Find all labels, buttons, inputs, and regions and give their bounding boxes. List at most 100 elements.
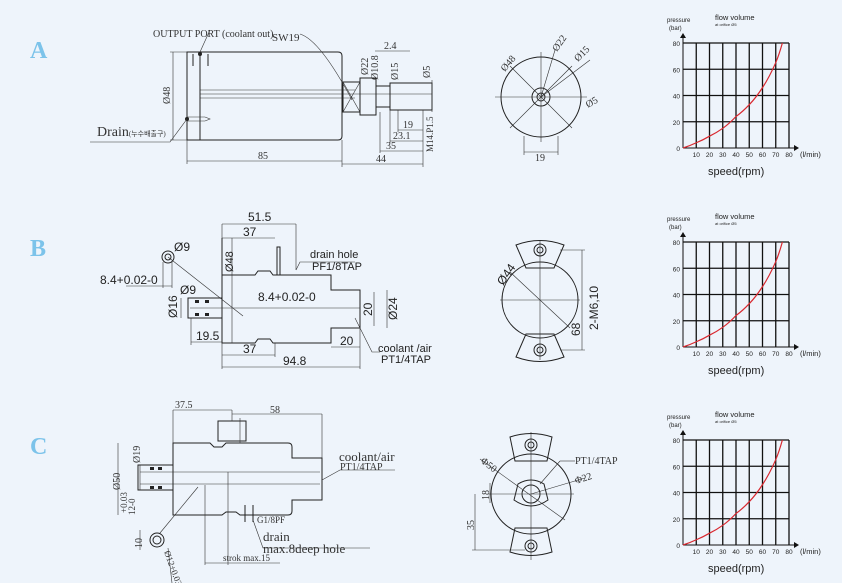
end-view-b: Ø44 68 2-M6,10: [494, 240, 601, 362]
x-tick-label: 80: [785, 152, 793, 159]
dim-15: Ø15: [390, 63, 401, 80]
x-tick-label: 70: [772, 152, 780, 159]
y-tick-label: 20: [673, 517, 681, 524]
x-tick-label: 70: [772, 549, 780, 556]
y-axis-arrow: [680, 430, 686, 435]
tolerance-a: 8.4+0.02-0: [100, 273, 158, 287]
x-tick-label: 30: [719, 152, 727, 159]
y-tick-label: 40: [673, 94, 681, 101]
end-dim-18: 18: [481, 490, 492, 500]
x-tick-label: 40: [732, 152, 740, 159]
dim-19: 19: [403, 120, 413, 131]
chart-subtitle: at orifice Ø5: [715, 419, 737, 424]
end-dim-15: Ø15: [572, 44, 592, 64]
chart-subtitle: at orifice Ø5: [715, 221, 737, 226]
end-thread-m6: 2-M6,10: [587, 286, 601, 330]
y-tick-label: 40: [673, 293, 681, 300]
dim-37-5: 37.5: [175, 400, 193, 411]
dim-51-5: 51.5: [248, 210, 272, 224]
dim-44: 44: [376, 154, 386, 165]
chart-title: flow volume: [715, 212, 755, 221]
dim-19-5: 19.5: [196, 329, 220, 343]
dim-35: 35: [386, 141, 396, 152]
dim-48: Ø48: [224, 251, 236, 272]
end-dim-22: Ø22: [550, 33, 569, 53]
end-dim-48: Ø48: [499, 54, 519, 74]
dim-58: 58: [270, 405, 280, 416]
end-dim-35: 35: [466, 520, 477, 530]
coolant-label: coolant /air: [378, 343, 432, 355]
y-axis-arrow: [680, 33, 686, 38]
y-unit-label: (bar): [669, 225, 682, 231]
y-tick-label: 80: [673, 41, 681, 48]
end-tap-label: PT1/4TAP: [575, 456, 618, 467]
coolant-tap: PT1/4TAP: [340, 462, 383, 473]
dim-19: Ø19: [132, 446, 143, 463]
drain-label: Drain(누수배출구): [97, 125, 166, 140]
x-tick-label: 50: [746, 549, 754, 556]
row-label-b: B: [30, 236, 46, 262]
flow-curve: [682, 241, 783, 348]
x-tick-label: 20: [706, 549, 714, 556]
y-tick-label: 80: [673, 438, 681, 445]
x-tick-label: 80: [785, 549, 793, 556]
end-view-c: Φ50 PT1/4TAP Φ22 18 35: [466, 432, 618, 560]
x-tick-label: 40: [732, 549, 740, 556]
side-view-a: OUTPUT PORT (coolant out) SW19 2.4 Ø22 Ø…: [90, 29, 435, 167]
end-dim-50: Φ50: [478, 456, 498, 475]
output-port-label: OUTPUT PORT (coolant out): [153, 29, 273, 40]
dim-94-8: 94.8: [283, 354, 307, 368]
row-b: B 51.5 37 Ø9 8.4+: [30, 210, 601, 369]
x-tick-label: 50: [746, 351, 754, 358]
y-tick-label: 0: [676, 543, 680, 550]
x-unit-label: (l/min): [800, 547, 821, 556]
end-dim-19: 19: [535, 153, 545, 164]
x-tick-label: 10: [693, 351, 701, 358]
dim-9-b: Ø9: [180, 283, 196, 297]
coolant-tap: PT1/4TAP: [381, 354, 431, 366]
dim-37-bottom: 37: [243, 342, 257, 356]
dim-20-horizontal: 20: [340, 334, 354, 348]
tolerance-b: 8.4+0.02-0: [258, 290, 316, 304]
y-tick-label: 60: [673, 464, 681, 471]
dim-85: 85: [258, 151, 268, 162]
drain-hole-label: drain hole: [310, 249, 358, 261]
dim-2-4: 2.4: [384, 41, 397, 52]
tolerance-12-lower: 12-0: [127, 498, 137, 515]
end-view-a: Ø48 Ø22 Ø15 Ø5 19: [495, 33, 600, 164]
flow-charts: 10 20 30 40 50 60 70 80 0 20 40 60 80 (l/min) pressure…: [667, 13, 821, 575]
dim-16: Ø16: [166, 295, 180, 318]
dim-5: Ø5: [422, 66, 433, 78]
y-axis-label: pressure: [667, 415, 691, 421]
dim-10-8: Ø10.8: [370, 55, 381, 80]
y-tick-label: 60: [673, 266, 681, 273]
y-unit-label: (bar): [669, 26, 682, 32]
y-axis-label: pressure: [667, 18, 691, 24]
dim-37-top: 37: [243, 225, 257, 239]
thread-label: M14.P1.5: [425, 116, 435, 152]
dim-50: Ø50: [112, 473, 123, 490]
y-tick-label: 0: [676, 146, 680, 153]
row-c: C 37.5 58 Ø50 Ø19: [30, 400, 618, 583]
y-tick-label: 0: [676, 345, 680, 352]
row-label-a: A: [30, 38, 48, 64]
x-axis-arrow: [794, 542, 799, 548]
flow-curve: [682, 42, 783, 149]
sw-label: SW19: [272, 32, 300, 44]
chart-title: flow volume: [715, 13, 755, 22]
stroke-label: strok max.15: [223, 553, 270, 563]
side-view-b: 51.5 37 Ø9 8.4+0.02-0 drain hole PF1/8TA…: [100, 210, 432, 369]
drain-depth-label: max.8deep hole: [263, 541, 346, 556]
side-view-c: 37.5 58 Ø50 Ø19 +0.03 12-0 coolant/air P…: [112, 400, 395, 583]
x-tick-label: 20: [706, 351, 714, 358]
x-tick-label: 60: [759, 152, 767, 159]
x-axis-title: speed(rpm): [708, 563, 764, 575]
x-axis-arrow: [794, 344, 799, 350]
x-axis-arrow: [794, 145, 799, 151]
x-tick-label: 70: [772, 351, 780, 358]
dim-24: Ø24: [386, 297, 400, 320]
x-tick-label: 60: [759, 351, 767, 358]
